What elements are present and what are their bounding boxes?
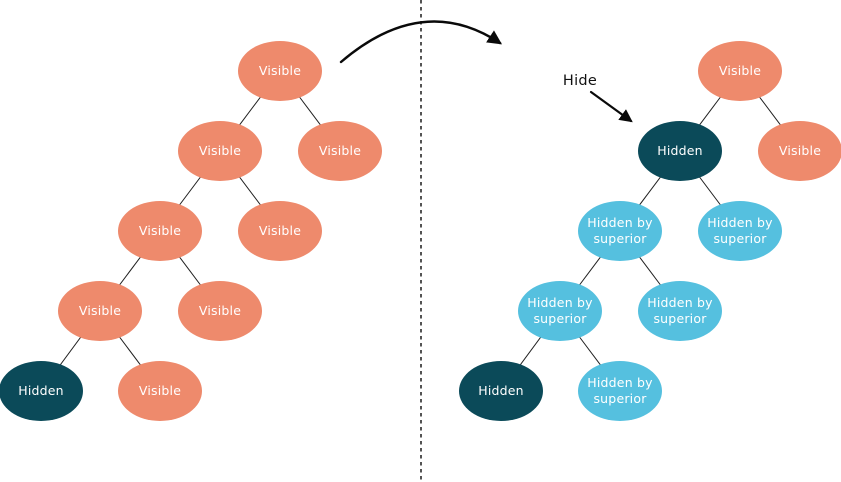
- tree-node-hidden-by-superior: Hidden by superior: [578, 201, 662, 261]
- tree-node-visible: Visible: [178, 121, 262, 181]
- tree-node-visible: Visible: [238, 201, 322, 261]
- tree-node-visible: Visible: [178, 281, 262, 341]
- tree-node-visible: Visible: [58, 281, 142, 341]
- tree-node-visible: Visible: [118, 361, 202, 421]
- tree-node-visible: Visible: [698, 41, 782, 101]
- tree-node-hidden-by-superior: Hidden by superior: [698, 201, 782, 261]
- tree-node-hidden-by-superior: Hidden by superior: [638, 281, 722, 341]
- tree-node-visible: Visible: [238, 41, 322, 101]
- tree-node-visible: Visible: [758, 121, 841, 181]
- hide-arrow: [589, 90, 633, 123]
- tree-node-hidden: Hidden: [638, 121, 722, 181]
- hide-annotation-label: Hide: [562, 73, 598, 89]
- tree-node-visible: Visible: [298, 121, 382, 181]
- tree-node-hidden-by-superior: Hidden by superior: [518, 281, 602, 341]
- tree-node-hidden: Hidden: [459, 361, 543, 421]
- tree-node-hidden: Hidden: [0, 361, 83, 421]
- tree-node-hidden-by-superior: Hidden by superior: [578, 361, 662, 421]
- tree-node-visible: Visible: [118, 201, 202, 261]
- transform-arrow: [339, 20, 503, 64]
